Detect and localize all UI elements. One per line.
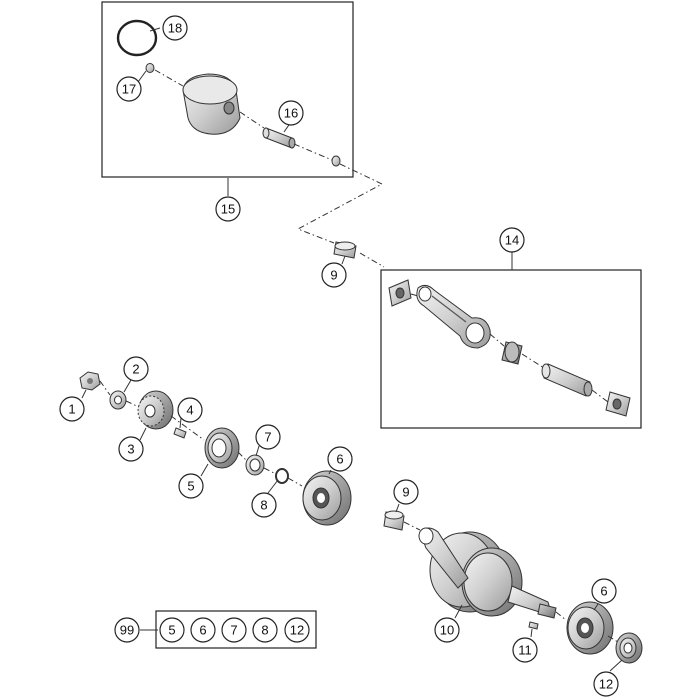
kit-item-4: 8 — [252, 617, 278, 643]
svg-text:8: 8 — [261, 623, 268, 638]
svg-text:3: 3 — [127, 442, 134, 457]
callout-12: 12 — [593, 671, 619, 697]
callout-5: 5 — [178, 473, 204, 499]
svg-text:6: 6 — [336, 452, 343, 467]
callout-6-right: 6 — [591, 578, 617, 604]
nut — [79, 371, 101, 391]
svg-text:5: 5 — [168, 623, 175, 638]
shim-8 — [275, 468, 289, 484]
svg-text:16: 16 — [284, 106, 298, 121]
kit-item-5: 12 — [284, 617, 310, 643]
thrust-washer-right — [605, 391, 631, 417]
svg-text:14: 14 — [505, 233, 519, 248]
svg-text:99: 99 — [120, 623, 134, 638]
svg-text:7: 7 — [264, 430, 271, 445]
svg-text:2: 2 — [132, 362, 139, 377]
callout-9-top: 9 — [321, 262, 347, 288]
piston-axis-line — [154, 69, 184, 87]
callout-6-left: 6 — [327, 446, 353, 472]
callout-17: 17 — [116, 76, 142, 102]
callout-labels: 18 17 16 15 14 9 1 2 3 4 5 7 8 6 9 — [59, 15, 619, 697]
piston — [182, 73, 241, 135]
gear — [137, 390, 174, 430]
crank-pin — [541, 363, 593, 397]
washer-2 — [109, 390, 127, 410]
key-11 — [528, 621, 539, 630]
small-end-bearing-lower — [383, 510, 405, 531]
svg-text:10: 10 — [440, 623, 454, 638]
callout-15: 15 — [215, 196, 241, 222]
kit-item-2: 6 — [190, 617, 216, 643]
conrod-kit-box — [380, 269, 642, 429]
crank-axis-left — [99, 380, 111, 396]
callout-4: 4 — [177, 397, 203, 423]
svg-text:4: 4 — [186, 403, 193, 418]
callout-7: 7 — [255, 424, 281, 450]
main-bearing-right — [566, 601, 614, 655]
callout-99: 99 — [114, 617, 140, 643]
svg-text:18: 18 — [168, 21, 182, 36]
callout-11: 11 — [512, 637, 538, 663]
callout-1: 1 — [59, 396, 85, 422]
shaft-seal — [204, 427, 240, 469]
shaft-seal-right — [615, 632, 643, 664]
svg-text:6: 6 — [600, 584, 607, 599]
callout-14: 14 — [499, 227, 525, 253]
callout-9-lower: 9 — [393, 479, 419, 505]
leader-lines — [81, 27, 623, 672]
shim-7 — [245, 454, 265, 476]
piston-pin — [262, 127, 296, 149]
svg-text:5: 5 — [187, 479, 194, 494]
svg-text:15: 15 — [221, 202, 235, 217]
svg-text:9: 9 — [402, 485, 409, 500]
thrust-washer-left — [388, 279, 412, 307]
callout-16: 16 — [278, 100, 304, 126]
callout-10: 10 — [434, 617, 460, 643]
svg-text:12: 12 — [290, 623, 304, 638]
circlip-right — [331, 155, 341, 167]
kit-item-1: 5 — [159, 617, 185, 643]
svg-text:8: 8 — [260, 498, 267, 513]
svg-text:7: 7 — [230, 623, 237, 638]
piston-kit-box — [101, 1, 354, 178]
main-bearing-left — [302, 470, 352, 526]
svg-text:1: 1 — [68, 402, 75, 417]
key — [173, 427, 187, 439]
svg-text:11: 11 — [518, 643, 532, 658]
connecting-rod — [416, 284, 491, 349]
callout-3: 3 — [118, 436, 144, 462]
small-end-bearing-top — [333, 241, 357, 259]
svg-text:12: 12 — [599, 677, 613, 692]
svg-text:6: 6 — [199, 623, 206, 638]
callout-18: 18 — [162, 15, 188, 41]
crankshaft — [418, 527, 557, 619]
callout-2: 2 — [123, 356, 149, 382]
needle-bearing-bigend — [501, 341, 523, 365]
svg-text:17: 17 — [122, 82, 136, 97]
kit-item-3: 7 — [221, 617, 247, 643]
callout-8: 8 — [251, 492, 277, 518]
assembly-path-line — [296, 163, 384, 244]
svg-text:9: 9 — [330, 268, 337, 283]
piston-ring — [116, 19, 158, 57]
circlip-left — [145, 63, 155, 73]
